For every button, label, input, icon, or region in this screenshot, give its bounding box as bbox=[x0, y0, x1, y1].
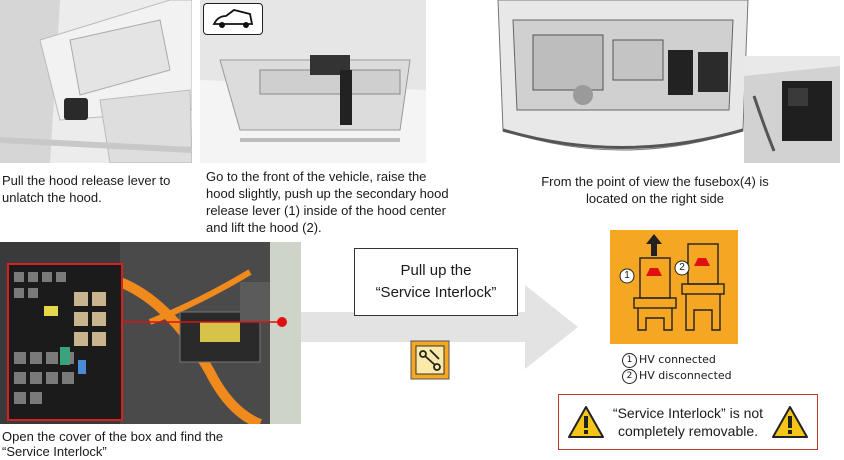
warning-text: “Service Interlock” is not completely re… bbox=[605, 404, 771, 440]
up-arrow-icon bbox=[646, 234, 662, 256]
legend-number: 2 bbox=[622, 368, 637, 384]
warning-line2: completely removable. bbox=[617, 423, 759, 439]
photo-hood-release-lever bbox=[0, 0, 192, 163]
warning-icon bbox=[772, 406, 808, 438]
photo-fusebox-open bbox=[0, 242, 301, 424]
pull-interlock-callout: Pull up the “Service Interlock” bbox=[354, 248, 518, 316]
callout-line1: Pull up the bbox=[400, 262, 472, 279]
step2-caption: Go to the front of the vehicle, raise th… bbox=[206, 169, 449, 235]
warning-box: “Service Interlock” is not completely re… bbox=[558, 394, 818, 450]
photo-engine-bay-overview bbox=[493, 0, 751, 163]
legend-text: HV disconnected bbox=[639, 369, 732, 382]
direction-arrow bbox=[300, 285, 578, 369]
step4-caption-line1: Open the cover of the box and find the bbox=[2, 429, 224, 444]
diagram-marker-2: 2 bbox=[679, 262, 685, 273]
legend-text: HV connected bbox=[639, 353, 716, 366]
warning-line1: “Service Interlock” is not bbox=[612, 405, 764, 421]
photo-secondary-hood-lever bbox=[200, 0, 426, 163]
warning-icon bbox=[568, 406, 604, 438]
callout-line2: “Service Interlock” bbox=[375, 284, 497, 301]
step4-caption-line2: “Service Interlock” bbox=[2, 444, 107, 459]
legend-number: 1 bbox=[622, 352, 637, 368]
step1-caption: Pull the hood release lever to unlatch t… bbox=[2, 173, 171, 205]
photo-fusebox-closeup bbox=[744, 56, 840, 163]
interlock-diagram: 1 2 bbox=[610, 230, 738, 344]
diagram-marker-1: 1 bbox=[624, 270, 630, 281]
interlock-icon bbox=[410, 340, 450, 380]
step3-caption: From the point of view the fusebox(4) is… bbox=[541, 174, 769, 206]
hood-open-icon bbox=[203, 3, 263, 35]
